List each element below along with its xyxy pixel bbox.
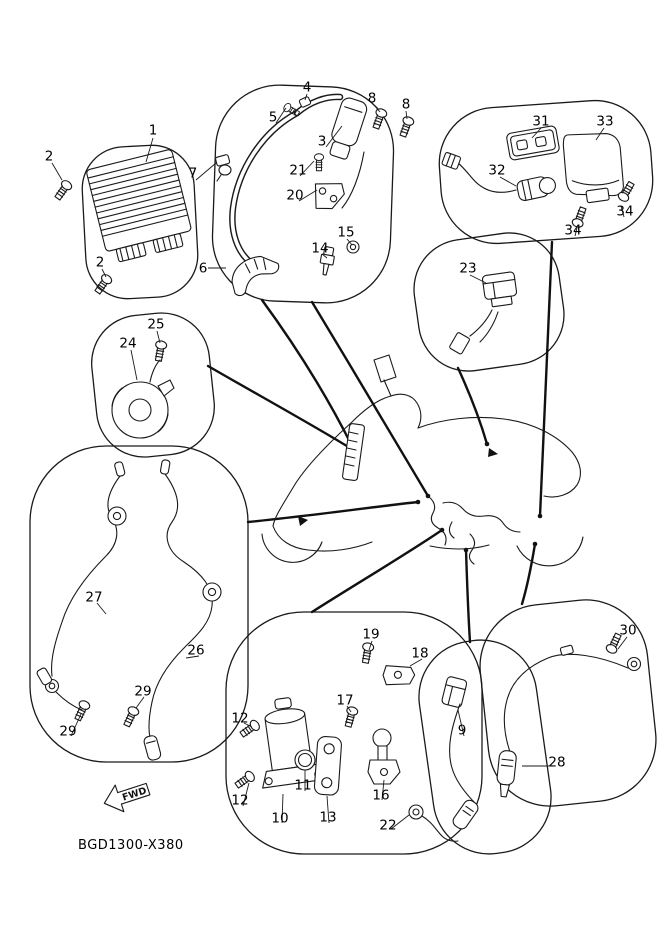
wire-clamp-22 bbox=[408, 804, 459, 842]
motorcycle bbox=[261, 354, 584, 567]
solenoid-bolt-12 bbox=[233, 769, 257, 791]
spark-plug-cap bbox=[231, 255, 280, 297]
starter-solenoid-10 bbox=[262, 697, 327, 789]
horn-24 bbox=[111, 359, 175, 439]
callout-leader-lines bbox=[51, 93, 628, 830]
wiring-harness bbox=[427, 495, 521, 565]
ignition-coil bbox=[329, 97, 368, 160]
tail-lens-31 bbox=[506, 125, 560, 161]
tail-bolt-34 bbox=[570, 205, 589, 230]
fwd-marker: FWD bbox=[103, 782, 151, 813]
coil-lead bbox=[341, 151, 365, 209]
solenoid-bolt-12 bbox=[238, 718, 262, 740]
horn-bolt-25 bbox=[152, 339, 168, 363]
fwd-label: FWD bbox=[121, 785, 148, 803]
o-ring-11 bbox=[294, 749, 316, 771]
bracket-20 bbox=[314, 183, 345, 210]
spark-plug-lead bbox=[229, 93, 344, 266]
bolt-17 bbox=[342, 705, 360, 729]
tail-housing-33 bbox=[562, 133, 624, 204]
cable-bolt-29 bbox=[72, 698, 92, 723]
coil-bolt bbox=[397, 114, 416, 139]
clamp-4 bbox=[298, 96, 312, 108]
sensor-16 bbox=[367, 728, 401, 785]
relay-23 bbox=[449, 271, 518, 355]
ecu-unit bbox=[86, 149, 192, 263]
bolt-21 bbox=[313, 153, 325, 172]
bulb-socket-32 bbox=[441, 152, 556, 201]
gasket-13 bbox=[313, 735, 342, 796]
abs-sensor-cable-27 bbox=[36, 461, 127, 711]
bracket-18 bbox=[382, 665, 416, 686]
o2-sensor-cable-9 bbox=[441, 676, 479, 830]
cable-bolt-29 bbox=[121, 704, 141, 729]
o-ring-15 bbox=[346, 240, 360, 254]
sensor-7 bbox=[215, 154, 232, 182]
abs-sensor-cable-26 bbox=[143, 459, 222, 761]
diagram-code: BGD1300-X380 bbox=[78, 838, 184, 853]
bolt-19 bbox=[359, 641, 375, 665]
radiator-panel bbox=[342, 423, 365, 482]
sensor-cable-28-30 bbox=[496, 631, 642, 798]
ecu-bolt bbox=[52, 178, 74, 202]
sensor-14 bbox=[319, 246, 335, 276]
